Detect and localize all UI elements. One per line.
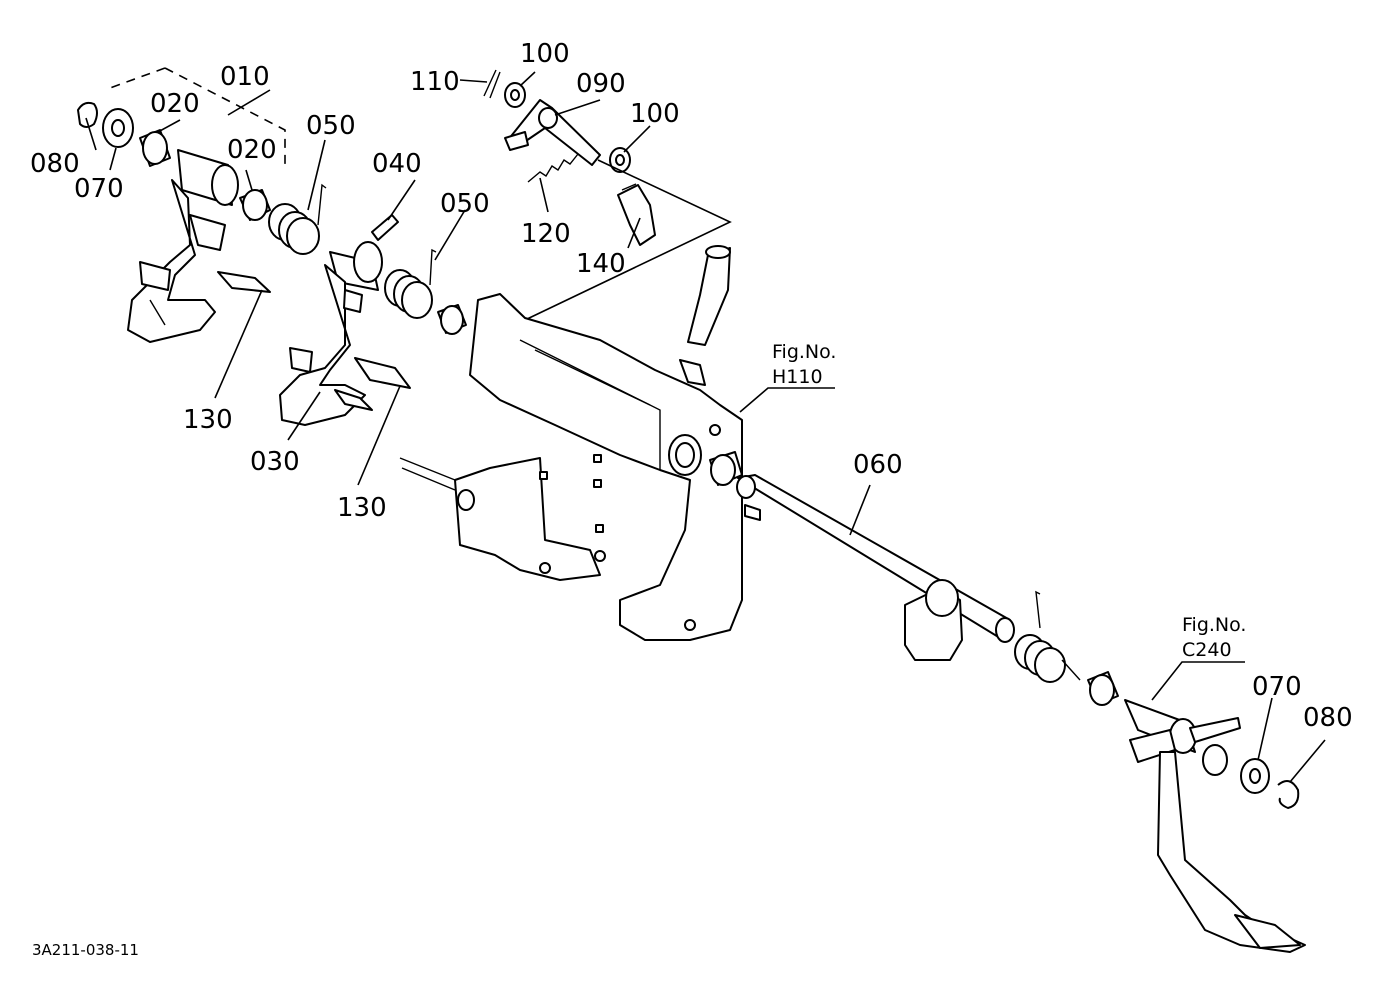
part-140-knob xyxy=(617,183,656,246)
part-090-lever xyxy=(504,99,601,166)
part-050-spring-a xyxy=(268,183,327,255)
label-040: 040 xyxy=(372,149,422,179)
label-020-a: 020 xyxy=(150,89,200,119)
part-080-clip-left xyxy=(77,101,98,128)
ref-h110-line1[interactable]: Fig.No. xyxy=(772,341,836,363)
label-070-b: 070 xyxy=(1252,672,1302,702)
label-070-a: 070 xyxy=(74,174,124,204)
label-110: 110 xyxy=(410,67,460,97)
label-090: 090 xyxy=(576,69,626,99)
part-080-clip-right xyxy=(1277,780,1300,809)
part-spring-right xyxy=(1014,590,1081,683)
part-100-washer-b xyxy=(609,147,631,173)
label-010: 010 xyxy=(220,62,270,92)
label-120: 120 xyxy=(521,219,571,249)
part-070-washer-left xyxy=(102,108,134,148)
label-030: 030 xyxy=(250,447,300,477)
part-010-pedal xyxy=(127,149,239,343)
label-060: 060 xyxy=(853,450,903,480)
figure-references: Fig.No. H110 Fig.No. C240 xyxy=(772,341,1246,661)
part-040-pin xyxy=(371,214,399,241)
part-100-washer-a xyxy=(504,82,526,108)
part-labels: 010 020 020 030 040 050 050 060 070 070 … xyxy=(30,39,1353,733)
label-050-b: 050 xyxy=(440,189,490,219)
part-bracket-frame xyxy=(399,245,743,641)
part-020-bushing-b xyxy=(239,189,271,221)
ref-c240-line1[interactable]: Fig.No. xyxy=(1182,614,1246,636)
leader-lines xyxy=(85,71,1326,783)
part-030-pedal xyxy=(279,241,383,426)
label-130-a: 130 xyxy=(183,405,233,435)
drawing-code: 3A211-038-11 xyxy=(32,941,139,959)
ref-c240-line2[interactable]: C240 xyxy=(1182,639,1232,661)
parts-artwork xyxy=(77,67,1306,953)
part-020-bushing-a xyxy=(139,129,171,167)
label-100-b: 100 xyxy=(630,99,680,129)
label-080-b: 080 xyxy=(1303,703,1353,733)
label-080-a: 080 xyxy=(30,149,80,179)
label-130-b: 130 xyxy=(337,493,387,523)
part-060-shaft xyxy=(736,474,1015,661)
label-100-a: 100 xyxy=(520,39,570,69)
part-070-washer-right xyxy=(1240,758,1270,794)
label-050-a: 050 xyxy=(306,111,356,141)
part-120-spring xyxy=(527,153,579,183)
part-110-pin xyxy=(483,69,501,99)
part-pedal-right xyxy=(1124,699,1306,953)
part-050-spring-b xyxy=(384,248,437,319)
ref-h110-line2[interactable]: H110 xyxy=(772,366,823,388)
part-130-pad-left xyxy=(217,271,271,293)
label-140: 140 xyxy=(576,249,626,279)
label-020-b: 020 xyxy=(227,135,277,165)
part-130-pad-right xyxy=(334,357,411,411)
